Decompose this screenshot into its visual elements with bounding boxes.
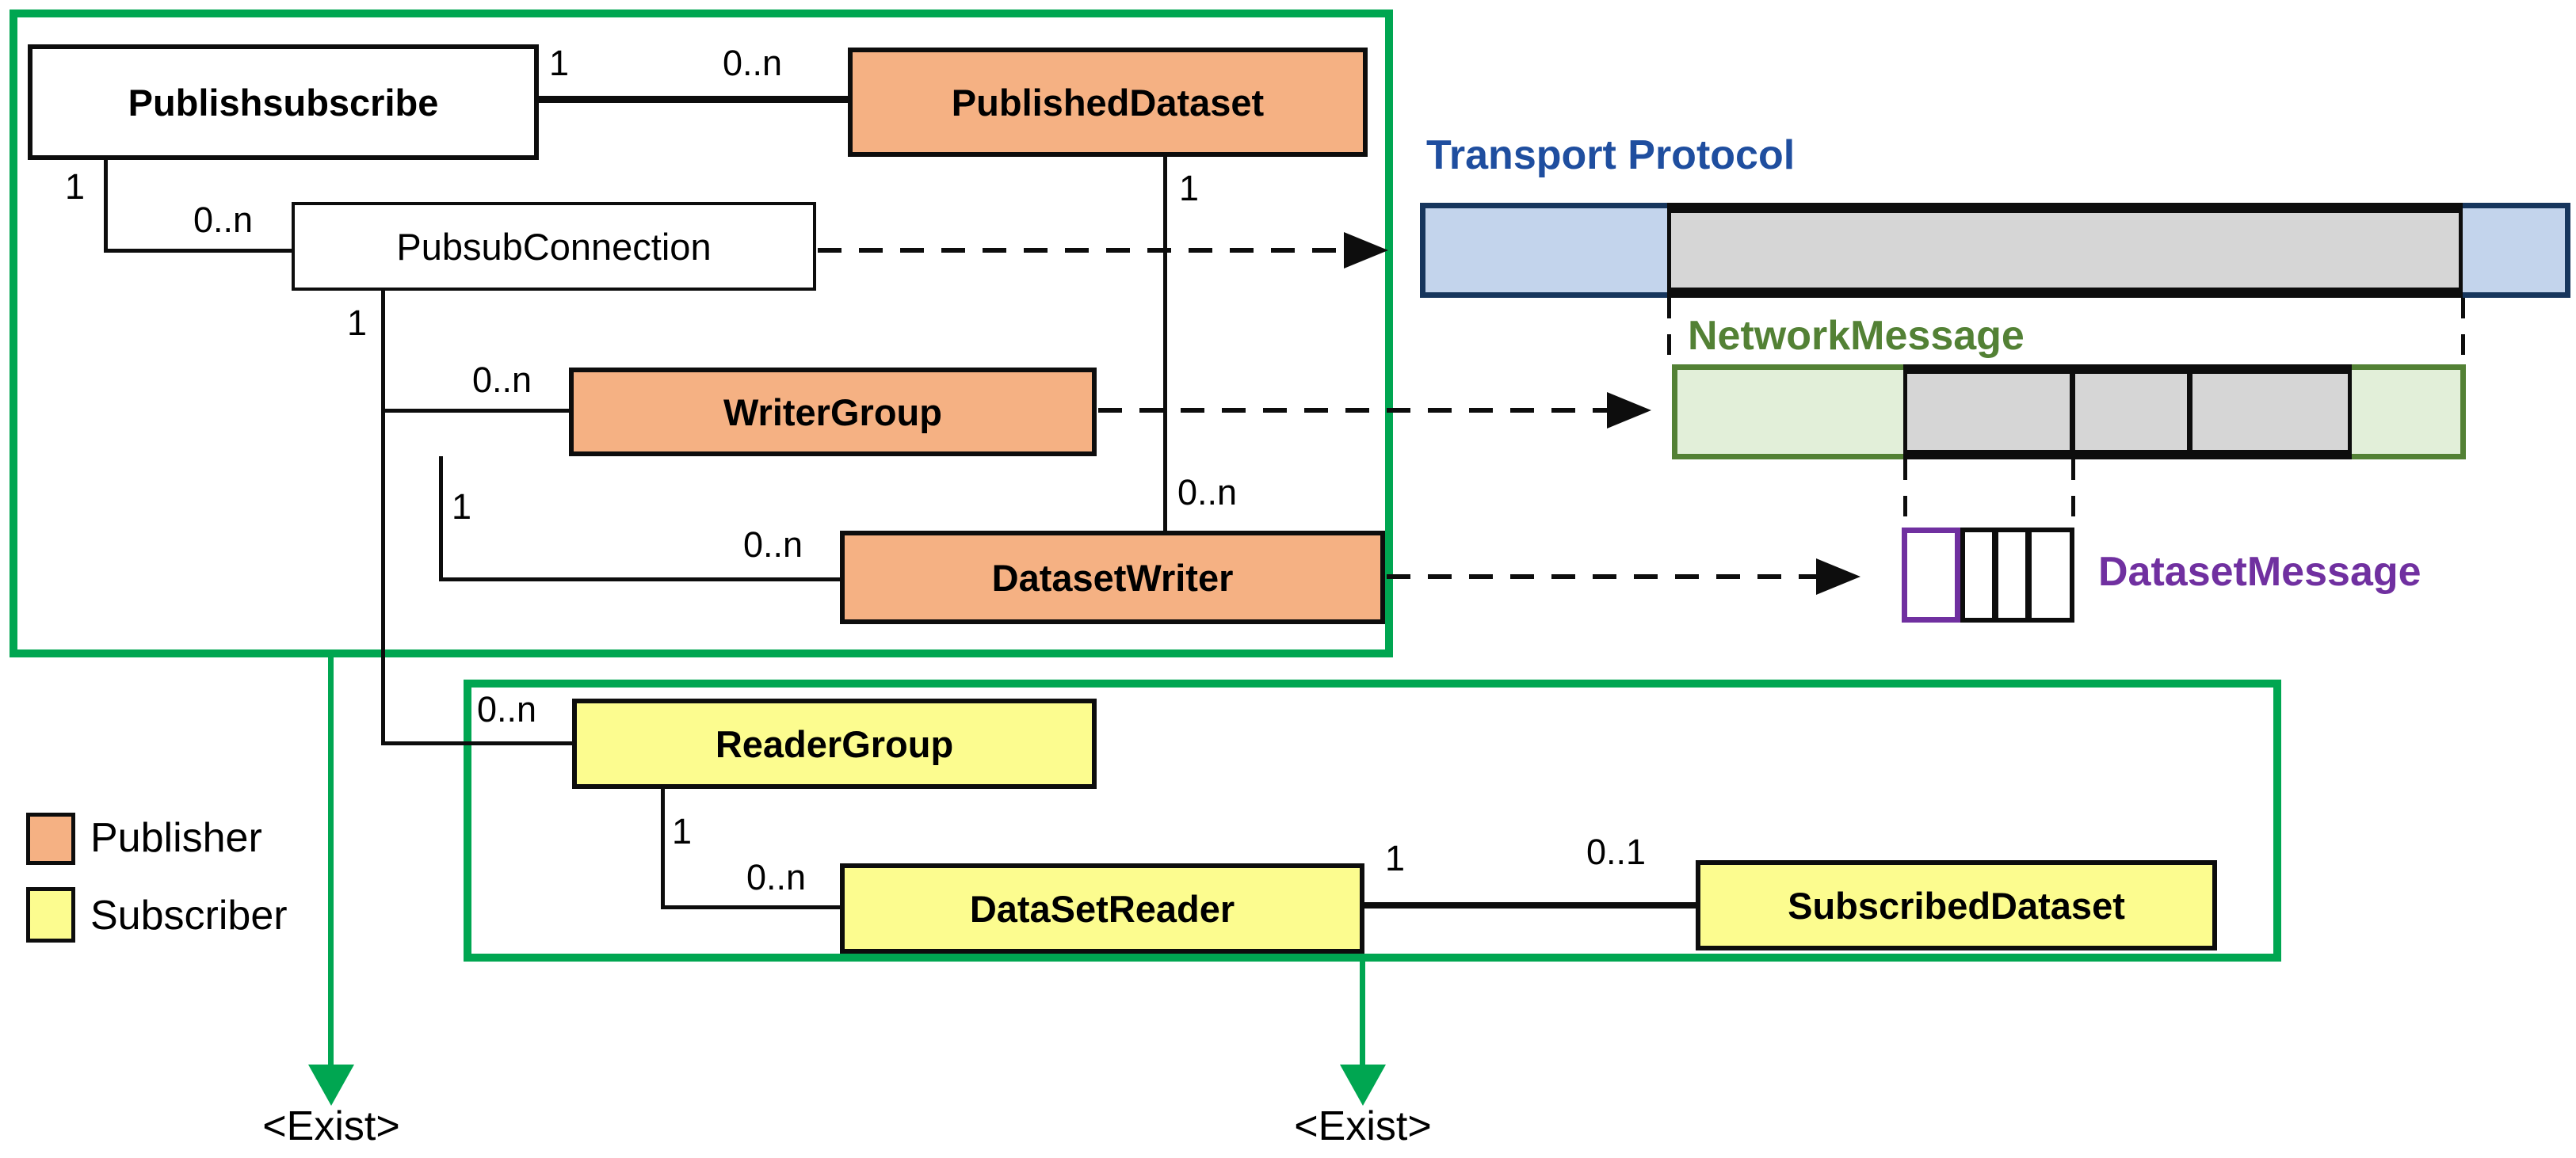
connector-to-writergroup	[381, 409, 571, 413]
dashed-transport-right	[2461, 298, 2465, 366]
dashed-networkmessage-right	[2071, 459, 2075, 528]
transport-protocol-payload-section	[1667, 203, 2463, 298]
multiplicity-label: 1	[549, 43, 570, 83]
exist-label-publisher: <Exist>	[262, 1103, 400, 1149]
multiplicity-label: 1	[347, 303, 368, 343]
multiplicity-label: 0..n	[743, 524, 803, 565]
dashed-arrow-writergroup-networkmessage	[1098, 408, 1609, 413]
class-box-label: Publishsubscribe	[128, 81, 439, 124]
class-box-dataset-reader: DataSetReader	[840, 863, 1364, 954]
legend-subscriber-swatch	[26, 887, 75, 943]
publisher-group-frame	[10, 10, 1393, 657]
multiplicity-label: 0..n	[723, 43, 783, 83]
multiplicity-label: 0..n	[193, 200, 254, 240]
connector-pubsubconnection-down	[381, 291, 385, 745]
exist-arrow-line-publisher	[328, 654, 334, 1068]
multiplicity-label: 0..n	[477, 689, 537, 729]
arrowhead-datasetmessage	[1816, 558, 1860, 595]
multiplicity-label: 1	[672, 811, 693, 851]
dashed-arrow-datasetwriter-datasetmessage	[1387, 574, 1818, 579]
multiplicity-label: 0..n	[472, 360, 532, 400]
class-box-subscribed-dataset: SubscribedDataset	[1696, 860, 2217, 950]
class-box-label: DatasetWriter	[991, 556, 1234, 599]
connector-datasetreader-subscribeddataset	[1364, 902, 1697, 908]
class-box-dataset-writer: DatasetWriter	[840, 531, 1385, 624]
connector-to-pubsubconnection	[104, 249, 293, 253]
arrowhead-transport	[1344, 232, 1388, 269]
exist-arrow-line-subscriber	[1360, 962, 1365, 1068]
legend-publisher-swatch	[26, 813, 75, 865]
connector-writergroup-down	[439, 456, 443, 581]
class-box-published-dataset: PublishedDataset	[848, 48, 1368, 157]
connector-to-readergroup	[381, 741, 574, 745]
exist-arrow-head-publisher	[308, 1065, 354, 1106]
class-box-label: ReaderGroup	[715, 722, 954, 765]
dashed-arrow-pubsubconnection-transport	[818, 248, 1345, 253]
exist-label-subscriber: <Exist>	[1294, 1103, 1432, 1149]
transport-protocol-label: Transport Protocol	[1426, 132, 1796, 178]
network-message-cell-divider	[2187, 364, 2192, 459]
exist-arrow-head-subscriber	[1340, 1065, 1386, 1106]
class-box-label: PublishedDataset	[951, 81, 1265, 124]
connector-publishsubscribe-down	[104, 160, 108, 253]
multiplicity-label: 1	[1179, 168, 1200, 208]
connector-readergroup-down	[661, 789, 665, 909]
class-box-reader-group: ReaderGroup	[572, 699, 1097, 789]
arrowhead-networkmessage	[1607, 392, 1651, 429]
connector-to-datasetwriter	[439, 577, 841, 581]
multiplicity-label: 0..n	[746, 857, 807, 897]
class-box-publishsubscribe: Publishsubscribe	[28, 44, 539, 160]
dataset-message-cell	[1960, 528, 1997, 623]
dataset-message-cell	[1994, 528, 2030, 623]
class-box-label: SubscribedDataset	[1788, 884, 2125, 927]
dataset-message-header-cell	[1902, 528, 1960, 623]
multiplicity-label: 0..n	[1177, 472, 1238, 512]
connector-publishsubscribe-publisheddataset	[539, 96, 849, 103]
dataset-message-cell	[2027, 528, 2074, 623]
dashed-networkmessage-left	[1903, 459, 1907, 528]
class-box-label: PubsubConnection	[396, 225, 712, 268]
connector-to-datasetreader	[661, 905, 841, 909]
subscriber-group-frame	[464, 680, 2281, 962]
multiplicity-label: 0..1	[1586, 832, 1647, 872]
class-box-pubsub-connection: PubsubConnection	[292, 202, 816, 291]
class-box-label: DataSetReader	[969, 887, 1235, 930]
dashed-transport-left	[1667, 298, 1671, 366]
legend-publisher-label: Publisher	[90, 815, 262, 861]
class-box-writer-group: WriterGroup	[569, 368, 1097, 456]
network-message-label: NetworkMessage	[1688, 313, 2025, 359]
multiplicity-label: 1	[1385, 838, 1406, 878]
dataset-message-label: DatasetMessage	[2098, 549, 2421, 595]
legend-subscriber-label: Subscriber	[90, 893, 288, 939]
multiplicity-label: 1	[65, 166, 86, 207]
connector-publisheddataset-datasetwriter	[1163, 157, 1167, 532]
network-message-cell-divider	[2070, 364, 2075, 459]
multiplicity-label: 1	[452, 486, 472, 527]
network-message-payload-section	[1903, 364, 2352, 459]
class-box-label: WriterGroup	[723, 390, 942, 433]
